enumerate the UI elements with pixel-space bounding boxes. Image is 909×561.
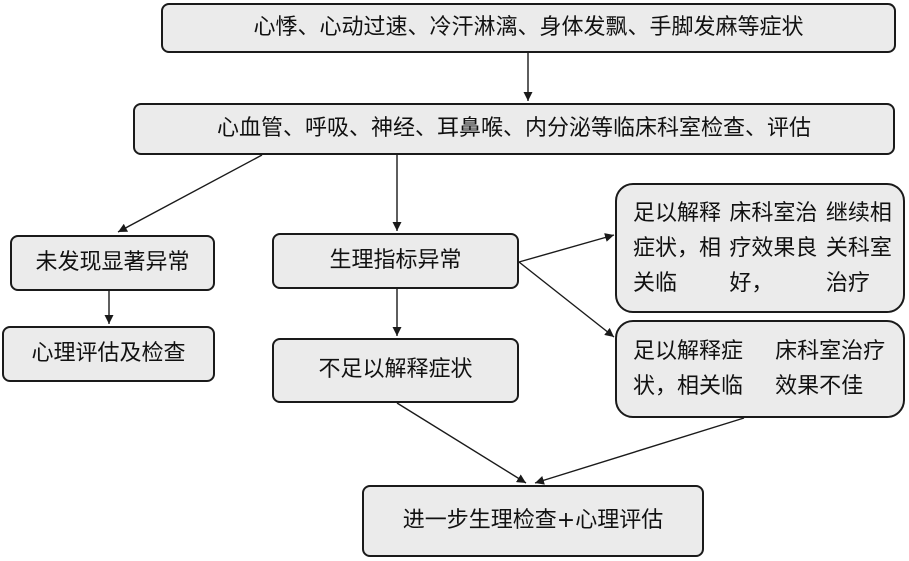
arrow-clinical-to-no-abnormal [117, 154, 263, 233]
arrow-physio-to-explain-poor [518, 261, 615, 338]
explain-good-box: 足以解释症状，相关临 床科室治疗效果良好， 继续相关科室治疗 [615, 183, 905, 313]
arrow-not-explain-to-further [396, 402, 527, 484]
symptoms-box: 心悸、心动过速、冷汗淋漓、身体发飘、手脚发麻等症状 [161, 3, 896, 53]
explain-good-line-2: 床科室治疗效果良好， [729, 200, 818, 296]
no-abnormal-box: 未发现显著异常 [10, 235, 215, 291]
explain-good-line-3: 继续相关科室治疗 [825, 200, 892, 296]
explain-poor-line-1: 足以解释症状，相关临 [633, 339, 744, 399]
arrow-explain-poor-to-further [534, 417, 745, 485]
clinical-exam-box: 心血管、呼吸、神经、耳鼻喉、内分泌等临床科室检查、评估 [133, 103, 895, 155]
explain-poor-line-2: 床科室治疗效果不佳 [775, 339, 886, 399]
explain-good-line-1: 足以解释症状，相关临 [633, 200, 722, 296]
arrow-physio-to-explain-good [518, 233, 615, 263]
physio-abnormal-box: 生理指标异常 [272, 233, 519, 289]
explain-poor-box: 足以解释症状，相关临 床科室治疗效果不佳 [615, 320, 905, 418]
further-eval-box: 进一步生理检查+心理评估 [362, 485, 704, 557]
psych-eval-box: 心理评估及检查 [2, 326, 215, 382]
not-explain-box: 不足以解释症状 [272, 338, 519, 403]
